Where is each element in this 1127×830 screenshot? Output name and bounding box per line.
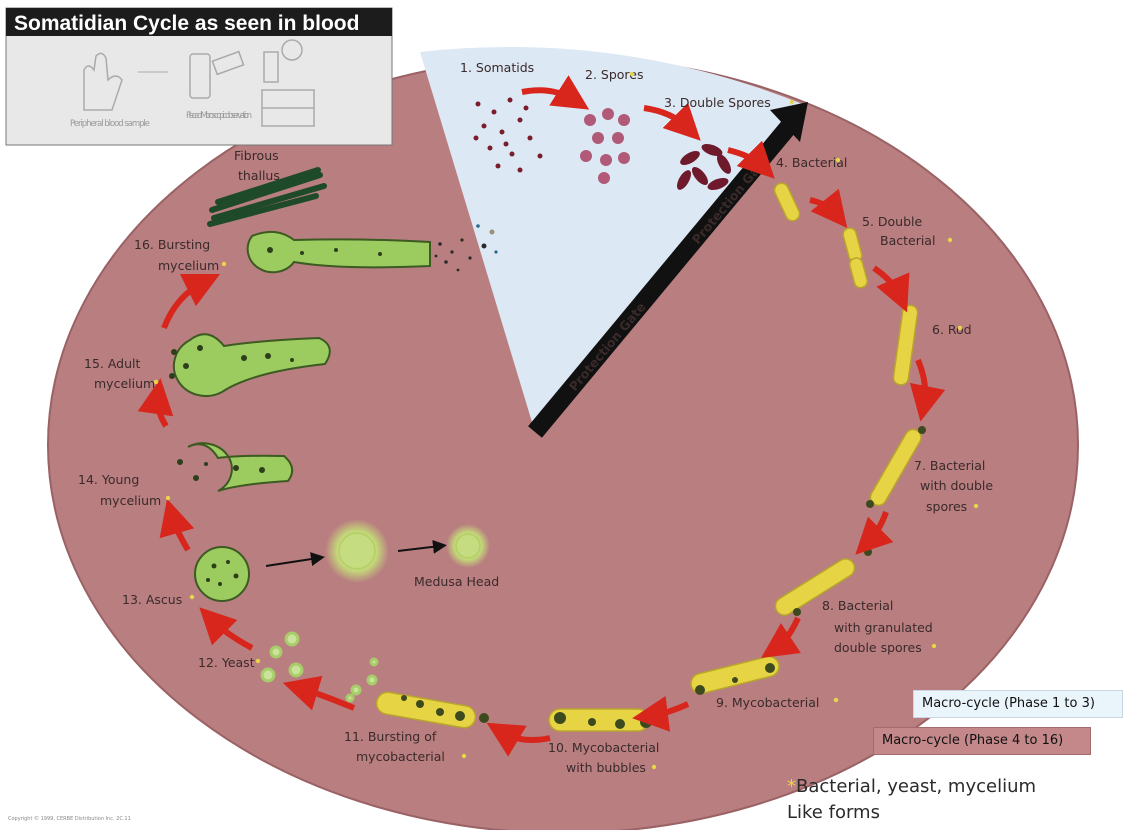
medusa-head-large-core xyxy=(339,533,375,569)
legend-macro-cycle-2: Macro-cycle (Phase 4 to 16) xyxy=(873,727,1091,755)
copyright-text: Copyright © 1999, CERBE Distribution Inc… xyxy=(8,816,131,822)
stage-label-16b: mycelium xyxy=(158,258,219,273)
stage-label-4: 4. Bacterial xyxy=(776,155,847,170)
stage-label-15a: 15. Adult xyxy=(84,356,141,371)
stage-label-7b: with double xyxy=(920,478,993,493)
stage-label-8c: double spores xyxy=(834,640,922,655)
header-panel: Somatidian Cycle as seen in blood Periph… xyxy=(6,8,392,145)
header-title: Somatidian Cycle as seen in blood xyxy=(14,12,359,35)
fibrous-label-b: thallus xyxy=(238,168,280,183)
stage-label-5a: 5. Double xyxy=(862,214,923,229)
forms-note-line2: Like forms xyxy=(787,802,880,823)
asterisk-icon: * xyxy=(787,776,796,797)
stage-label-10a: 10. Mycobacterial xyxy=(548,740,659,755)
medusa-head-small-core xyxy=(456,534,480,558)
stage-label-9: 9. Mycobacterial xyxy=(716,695,819,710)
medusa-head-label: Medusa Head xyxy=(414,574,499,589)
stage-label-7a: 7. Bacterial xyxy=(914,458,985,473)
header-caption-2: Placed Microscopic observation xyxy=(186,111,252,121)
stage-label-13: 13. Ascus xyxy=(122,592,182,607)
fibrous-label-a: Fibrous xyxy=(234,148,279,163)
stage-label-15b: mycelium xyxy=(94,376,155,391)
legend-macro-cycle-1: Macro-cycle (Phase 1 to 3) xyxy=(913,690,1123,718)
stage-label-2: 2. Spores xyxy=(585,67,643,82)
stage-label-12: 12. Yeast xyxy=(198,655,255,670)
forms-note: *Bacterial, yeast, mycelium Like forms xyxy=(787,774,1036,826)
forms-note-line1: Bacterial, yeast, mycelium xyxy=(796,776,1036,797)
stage-label-5b: Bacterial xyxy=(880,233,935,248)
stage-label-6: 6. Rod xyxy=(932,322,972,337)
stage-label-16a: 16. Bursting xyxy=(134,237,210,252)
stage-label-1: 1. Somatids xyxy=(460,60,534,75)
stage-label-3: 3. Double Spores xyxy=(664,95,771,110)
stage-label-11b: mycobacterial xyxy=(356,749,445,764)
stage-label-11a: 11. Bursting of xyxy=(344,729,437,744)
stage-label-10b: with bubbles xyxy=(566,760,646,775)
header-caption-1: Peripheral blood sample xyxy=(70,119,150,129)
stage-label-8b: with granulated xyxy=(834,620,933,635)
stage-label-8a: 8. Bacterial xyxy=(822,598,893,613)
stage-label-14a: 14. Young xyxy=(78,472,139,487)
stage-label-7c: spores xyxy=(926,499,967,514)
ascus-cell xyxy=(195,547,249,601)
stage-label-14b: mycelium xyxy=(100,493,161,508)
